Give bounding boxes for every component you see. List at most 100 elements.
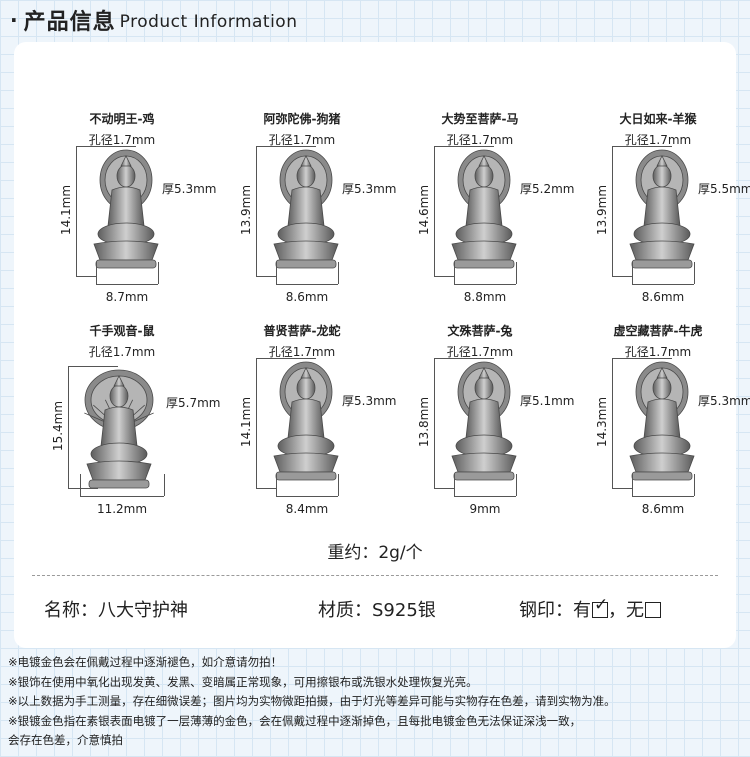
thickness-label: 厚5.3mm [342,394,397,408]
statue-image [448,358,520,490]
statue-image [448,146,520,278]
product-name: 虚空藏菩萨-牛虎 [613,324,703,338]
thickness-label: 厚5.7mm [166,396,221,410]
statue-image [270,146,342,278]
width-guide [694,262,695,284]
height-guide [256,358,316,359]
width-label: 8.8mm [463,290,507,304]
product-name: 阿弥陀佛-狗猪 [263,112,341,126]
buddha-statue-icon [451,361,517,481]
checkmark-icon: ✓ [594,595,609,615]
width-guide [276,284,338,285]
height-guide [256,276,276,277]
buddha-statue-icon [629,149,695,269]
width-guide [632,474,633,496]
width-guide [632,262,633,284]
product-name: 大势至菩萨-马 [441,112,519,126]
height-guide [434,488,454,489]
height-guide [612,146,672,147]
width-label: 11.2mm [96,502,148,516]
statue-image [74,366,164,498]
width-guide [276,262,277,284]
note-line: 会存在色差，介意慎拍 [8,733,123,747]
width-guide [276,496,338,497]
width-label: 8.6mm [641,502,685,516]
height-guide [434,276,454,277]
statue-image [626,358,698,490]
statue-image [270,358,342,490]
product-name: 普贤菩萨-龙蛇 [263,324,341,338]
width-label: 8.6mm [285,290,329,304]
statue-image [90,146,162,278]
thickness-label: 厚5.3mm [162,182,217,196]
height-guide [612,358,672,359]
width-guide [80,496,164,497]
width-guide [632,496,694,497]
notes: ※电镀金色会在佩戴过程中逐渐褪色，如介意请勿拍！ ※银饰在使用中氧化出现发黄、发… [8,653,744,751]
hole-diameter: 孔径1.7mm [88,345,156,359]
height-guide [434,358,435,488]
height-guide [76,146,136,147]
width-guide [454,262,455,284]
product-name: 千手观音-鼠 [89,324,155,338]
height-guide [612,146,613,276]
buddha-statue-icon [273,361,339,481]
width-label: 9mm [469,502,501,516]
height-guide [256,146,316,147]
buddha-statue-icon [84,369,154,489]
hole-diameter: 孔径1.7mm [88,133,156,147]
width-guide [632,284,694,285]
width-guide [694,474,695,496]
width-label: 8.6mm [641,290,685,304]
note-line: ※银饰在使用中氧化出现发黄、发黑、变暗属正常现象，可用擦银布或洗银水处理恢复光亮… [8,674,478,689]
height-label: 13.8mm [417,396,431,448]
height-guide [612,358,613,488]
height-guide [256,488,276,489]
product-name: 不动明王-鸡 [89,112,155,126]
width-guide [454,496,516,497]
height-guide [612,488,632,489]
width-guide [80,474,81,496]
width-guide [164,474,165,496]
width-guide [454,474,455,496]
hole-diameter: 孔径1.7mm [446,133,514,147]
height-label: 14.3mm [595,396,609,448]
product-name: 文殊菩萨-兔 [447,324,513,338]
hole-diameter: 孔径1.7mm [268,345,336,359]
divider [32,575,718,576]
spec-stamp: 钢印：有✓，无 [519,596,661,622]
width-guide [338,262,339,284]
note-line: ※银镀金色指在素银表面电镀了一层薄薄的金色，会在佩戴过程中逐渐掉色，且每批电镀金… [8,713,582,728]
height-guide [434,146,494,147]
spec-name: 名称：八大守护神 [44,600,188,621]
width-guide [96,284,158,285]
header-title-cn: 产品信息 [23,10,116,35]
height-guide [68,366,69,488]
width-guide [338,474,339,496]
width-guide [158,262,159,284]
height-guide [434,358,494,359]
width-label: 8.4mm [285,502,329,516]
thickness-label: 厚5.2mm [520,182,575,196]
height-guide [76,276,96,277]
buddha-statue-icon [273,149,339,269]
height-guide [76,146,77,276]
hole-diameter: 孔径1.7mm [268,133,336,147]
height-guide [256,146,257,276]
width-guide [276,474,277,496]
buddha-statue-icon [93,149,159,269]
stamp-yes-label: 钢印：有 [519,600,591,621]
height-guide [256,358,257,488]
hole-diameter: 孔径1.7mm [624,345,692,359]
hole-diameter: 孔径1.7mm [624,133,692,147]
weight-text: 重约：2g/个 [327,543,423,563]
buddha-statue-icon [629,361,695,481]
